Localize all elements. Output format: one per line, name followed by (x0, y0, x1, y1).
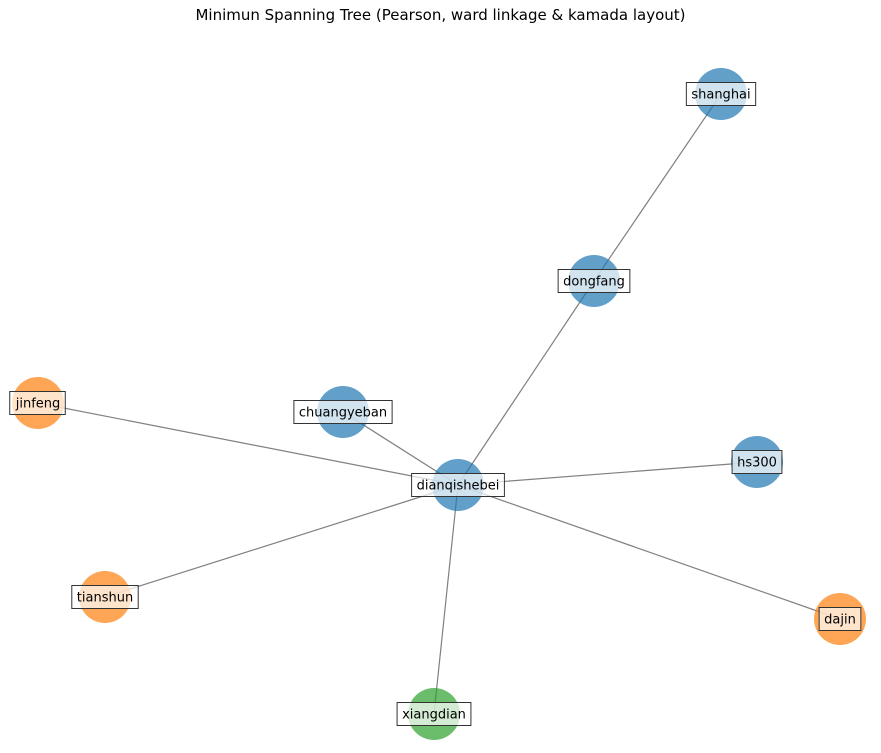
node-label-text: dianqishebei (417, 479, 500, 494)
node-label-text: jinfeng (15, 397, 61, 412)
node-label-text: dajin (824, 613, 856, 628)
node-label-dongfang: dongfang (557, 269, 631, 293)
edge-xiangdian-dianqishebei (433, 484, 459, 715)
node-label-shanghai: shanghai (685, 82, 757, 106)
edge-tianshun-dianqishebei (104, 484, 459, 598)
node-label-text: xiangdian (402, 708, 466, 723)
label-box (731, 450, 783, 474)
label-box (396, 702, 472, 726)
edge-jinfeng-dianqishebei (37, 402, 459, 486)
node-label-hs300: hs300 (731, 450, 783, 474)
edge-hs300-dianqishebei (457, 461, 758, 486)
node-label-xiangdian: xiangdian (396, 702, 472, 726)
label-box (557, 269, 631, 293)
label-box (818, 607, 862, 631)
node-label-text: hs300 (737, 456, 777, 471)
edge-dajin-dianqishebei (457, 484, 841, 620)
node-label-dianqishebei: dianqishebei (411, 473, 505, 497)
node-label-text: shanghai (691, 88, 750, 103)
node-label-text: chuangyeban (299, 406, 387, 421)
chart-title: Minimun Spanning Tree (Pearson, ward lin… (195, 6, 686, 24)
node-label-dajin: dajin (818, 607, 862, 631)
node-label-text: tianshun (77, 591, 133, 606)
label-box (293, 400, 393, 424)
label-box (411, 473, 505, 497)
node-label-chuangyeban: chuangyeban (293, 400, 393, 424)
node-label-tianshun: tianshun (71, 585, 139, 609)
edge-dongfang-dianqishebei (457, 280, 595, 486)
node-label-text: dongfang (563, 275, 625, 290)
edge-shanghai-dongfang (593, 93, 722, 282)
label-box (71, 585, 139, 609)
label-box (685, 82, 757, 106)
node-label-jinfeng: jinfeng (9, 391, 66, 415)
label-box (9, 391, 66, 415)
